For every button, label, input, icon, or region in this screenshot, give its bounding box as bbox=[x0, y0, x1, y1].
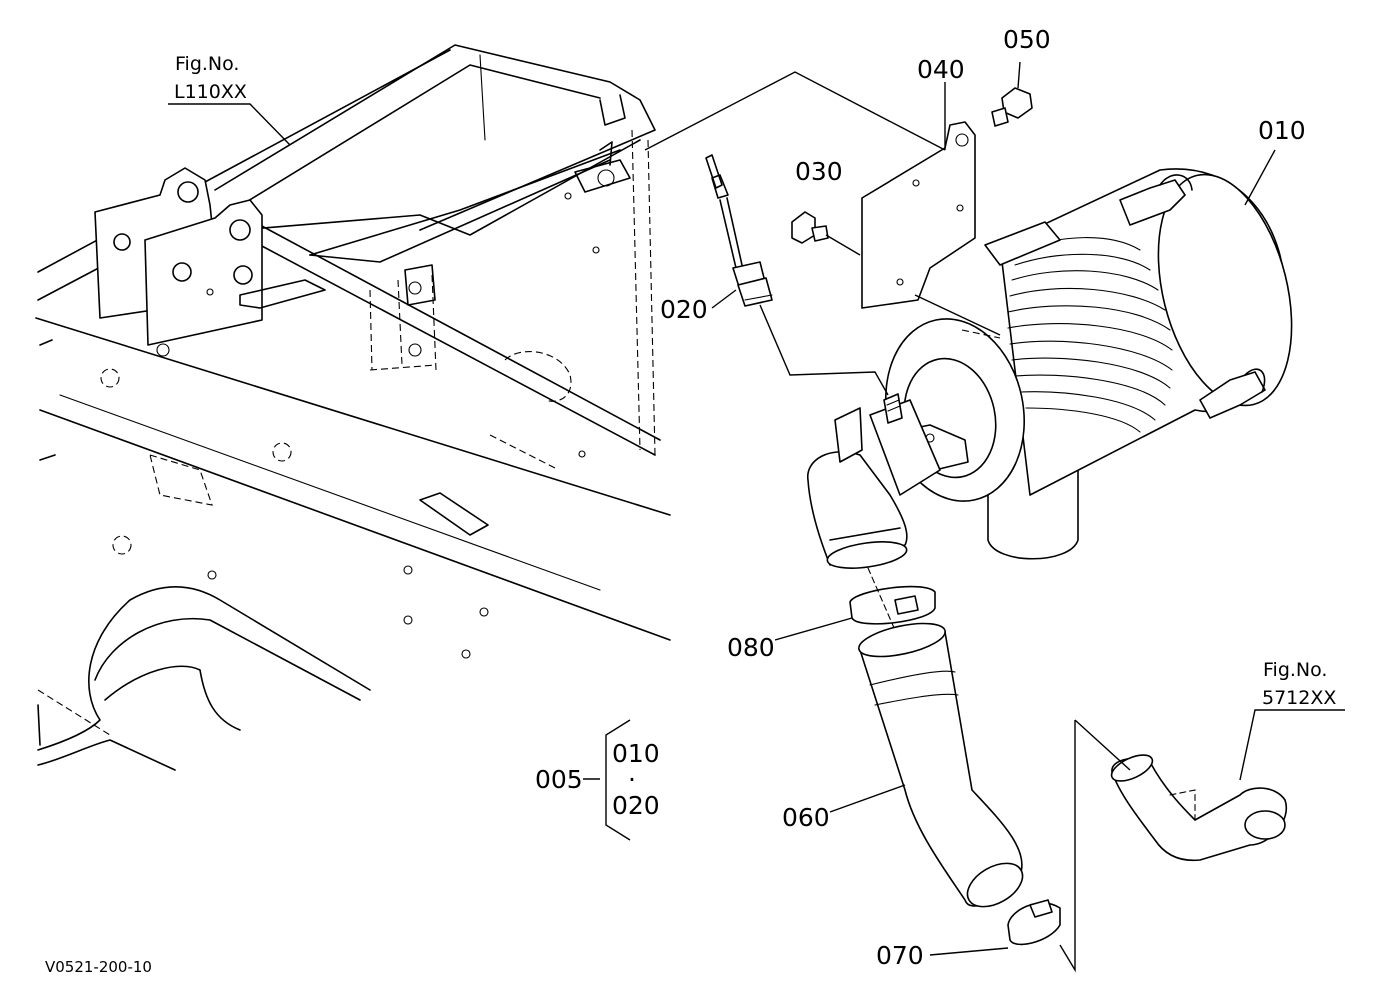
figure-ref-right: Fig.No. 5712XX bbox=[1239, 659, 1345, 781]
mounting-bracket bbox=[861, 82, 1001, 336]
part-label-010: 010 bbox=[1258, 116, 1306, 145]
frame-structure bbox=[35, 44, 671, 771]
assembly-group-005: 005 010 · 020 bbox=[535, 719, 660, 841]
part-label-080: 080 bbox=[727, 633, 775, 662]
bolt-050 bbox=[991, 61, 1033, 127]
figure-ref-left-line2: L110XX bbox=[174, 81, 247, 103]
figure-ref-right-line2: 5712XX bbox=[1262, 687, 1336, 709]
part-label-040: 040 bbox=[917, 55, 965, 84]
figure-ref-left-line1: Fig.No. bbox=[175, 53, 239, 75]
assembly-label: 005 bbox=[535, 765, 583, 794]
restriction-sensor bbox=[705, 154, 889, 396]
drawing-code: V0521-200-10 bbox=[45, 958, 152, 976]
part-label-030: 030 bbox=[795, 157, 843, 186]
part-label-060: 060 bbox=[782, 803, 830, 832]
bolt-030 bbox=[791, 211, 861, 256]
clamp-070 bbox=[1007, 899, 1061, 946]
part-label-020: 020 bbox=[660, 295, 708, 324]
assembly-sub-label-1: 010 bbox=[612, 739, 660, 768]
clamp-080 bbox=[849, 567, 936, 661]
hinge-bracket bbox=[94, 167, 326, 357]
part-label-050: 050 bbox=[1003, 25, 1051, 54]
connected-elbow bbox=[1059, 719, 1288, 973]
leader-lines bbox=[644, 71, 1276, 956]
assembly-separator: · bbox=[628, 765, 636, 794]
air-cleaner-assembly bbox=[807, 168, 1293, 569]
figure-ref-right-line1: Fig.No. bbox=[1263, 659, 1327, 681]
hose-060 bbox=[858, 622, 1024, 908]
assembly-sub-label-2: 020 bbox=[612, 791, 660, 820]
figure-ref-left: Fig.No. L110XX bbox=[168, 53, 291, 146]
part-label-070: 070 bbox=[876, 941, 924, 970]
